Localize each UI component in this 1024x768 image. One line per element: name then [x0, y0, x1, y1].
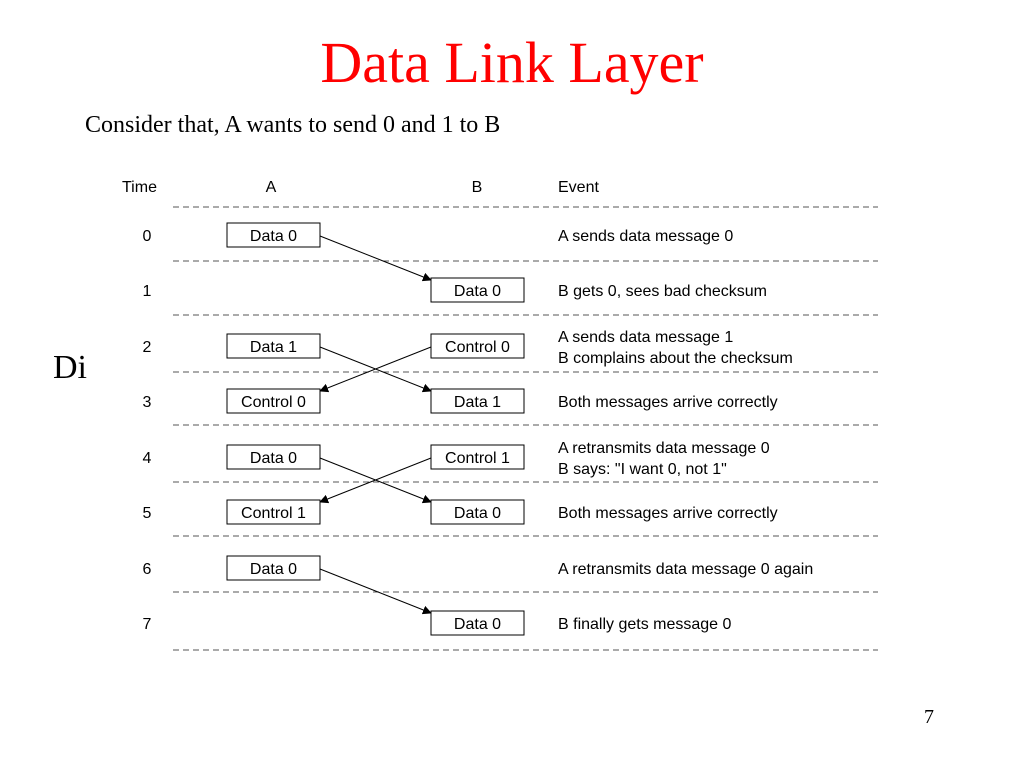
message-box-a	[226, 388, 321, 414]
event-text: Both messages arrive correctly	[558, 394, 778, 411]
message-label-b: Data 0	[454, 616, 501, 633]
event-text: B finally gets message 0	[558, 616, 732, 633]
message-arrows	[319, 235, 432, 615]
message-box-b	[430, 610, 525, 636]
diagram-row: 5 Control 1 Data 0 Both messages arrive cor…	[143, 499, 778, 525]
time-label: 5	[143, 505, 152, 522]
diagram-row: 0 Data 0 A sends data message 0	[143, 222, 733, 248]
time-label: 3	[143, 394, 152, 411]
message-box-b	[430, 499, 525, 525]
header-event: Event	[558, 179, 599, 196]
header-time: Time	[122, 179, 157, 196]
message-arrow	[319, 346, 432, 393]
message-box-a	[226, 444, 321, 470]
event-text: A sends data message 0	[558, 228, 733, 245]
time-label: 1	[143, 283, 152, 300]
message-box-a	[226, 222, 321, 248]
event-text: Both messages arrive correctly	[558, 505, 778, 522]
diagram-header: Time A B Event	[122, 179, 599, 196]
message-arrow	[319, 568, 432, 615]
message-box-b	[430, 333, 525, 359]
page-number: 7	[924, 706, 934, 728]
message-box-a	[226, 333, 321, 359]
diagram-row: 4 Data 0 Control 1 A retransmits data messa…	[143, 440, 770, 478]
message-box-b	[430, 277, 525, 303]
message-box-a	[226, 499, 321, 525]
diagram-row: 3 Control 0 Data 1 Both messages arrive cor…	[143, 388, 778, 414]
event-text: A retransmits data message 0 again	[558, 561, 813, 578]
event-text: B complains about the checksum	[558, 350, 793, 367]
header-b: B	[472, 179, 483, 196]
message-label-a: Data 0	[250, 228, 297, 245]
slide-title: Data Link Layer	[320, 30, 704, 95]
message-label-b: Data 0	[454, 283, 501, 300]
message-label-b: Control 0	[445, 339, 510, 356]
time-label: 6	[143, 561, 152, 578]
time-label: 2	[143, 339, 152, 356]
diagram-row: 2 Data 1 Control 0 A sends data message 1 B …	[143, 329, 793, 367]
message-label-b: Data 0	[454, 505, 501, 522]
message-label-b: Data 1	[454, 394, 501, 411]
row-separators	[173, 206, 878, 651]
time-label: 4	[143, 450, 152, 467]
message-box-b	[430, 444, 525, 470]
side-text: Di	[53, 349, 87, 386]
message-arrow	[319, 457, 432, 504]
message-label-a: Data 0	[250, 450, 297, 467]
event-text: B gets 0, sees bad checksum	[558, 283, 767, 300]
event-text: A retransmits data message 0	[558, 440, 770, 457]
diagram-row: 6 Data 0 A retransmits data message 0 agai…	[143, 555, 813, 581]
message-label-b: Control 1	[445, 450, 510, 467]
diagram-row: 7 Data 0 B finally gets message 0	[143, 610, 732, 636]
time-label: 7	[143, 616, 152, 633]
event-text: A sends data message 1	[558, 329, 733, 346]
message-arrow	[319, 235, 432, 282]
message-label-a: Data 1	[250, 339, 297, 356]
message-box-b	[430, 388, 525, 414]
header-a: A	[266, 179, 277, 196]
time-label: 0	[143, 228, 152, 245]
message-label-a: Control 1	[241, 505, 306, 522]
intro-text: Consider that, A wants to send 0 and 1 t…	[85, 112, 501, 138]
diagram-row: 1 Data 0 B gets 0, sees bad checksum	[143, 277, 767, 303]
message-label-a: Control 0	[241, 394, 306, 411]
message-box-a	[226, 555, 321, 581]
event-text: B says: "I want 0, not 1"	[558, 461, 727, 478]
message-label-a: Data 0	[250, 561, 297, 578]
